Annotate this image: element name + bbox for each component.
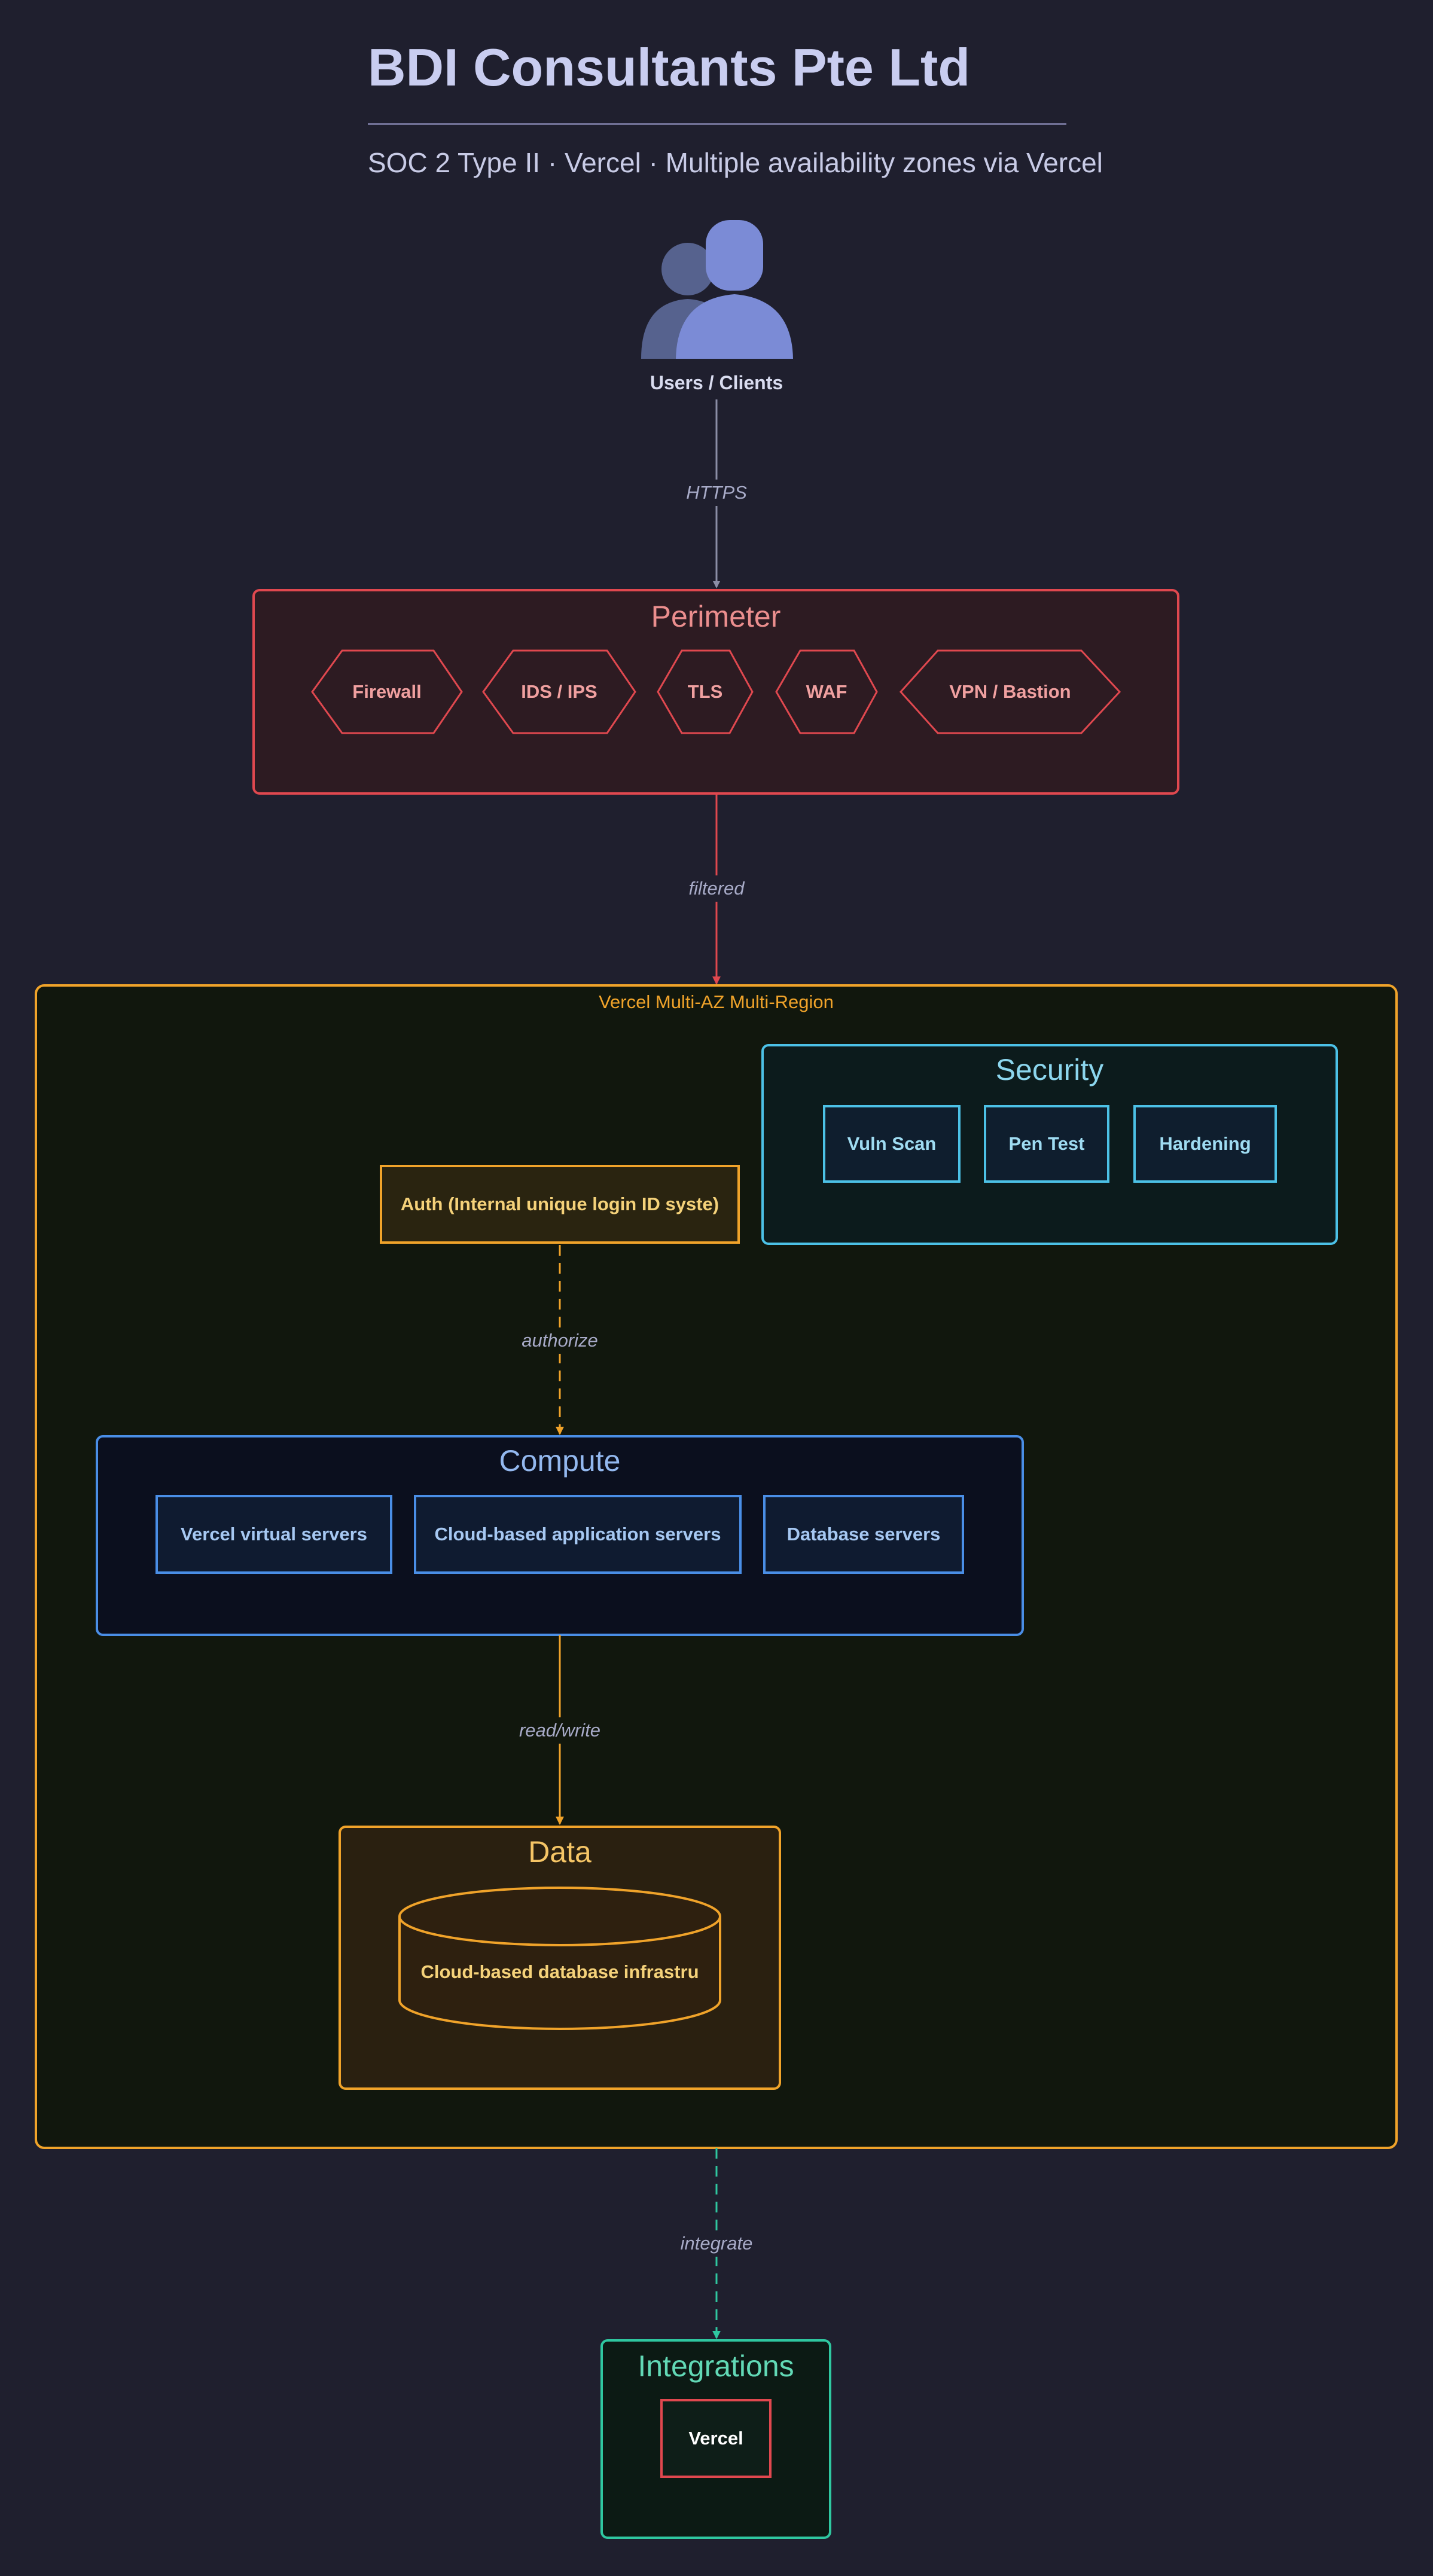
page-subtitle: SOC 2 Type II · Vercel · Multiple availa…	[368, 147, 1103, 178]
waf-hex	[775, 649, 878, 734]
integration-item-vercel: Vercel	[660, 2399, 772, 2478]
security-item-hardening: Hardening	[1133, 1105, 1277, 1183]
users-icon	[641, 220, 793, 359]
firewall-hex	[311, 649, 463, 734]
compute-item-vercel-virtual-servers: Vercel virtual servers	[156, 1495, 392, 1574]
users-label: Users / Clients	[650, 372, 783, 393]
page-title: BDI Consultants Pte Ltd	[368, 38, 971, 97]
perimeter-item-waf: WAF	[806, 681, 847, 702]
database-cylinder-icon	[398, 1887, 721, 2030]
edge-https-label: HTTPS	[681, 480, 752, 506]
tls-hex	[657, 649, 754, 734]
edge-integrate-label: integrate	[669, 2230, 764, 2257]
edge-filtered-label: filtered	[675, 875, 758, 902]
perimeter-title: Perimeter	[651, 600, 781, 633]
security-item-pen-test: Pen Test	[984, 1105, 1109, 1183]
perimeter-item-firewall: Firewall	[352, 681, 422, 702]
compute-item-database-servers: Database servers	[763, 1495, 964, 1574]
security-item-vuln-scan: Vuln Scan	[823, 1105, 961, 1183]
edge-authorize-label: authorize	[512, 1327, 608, 1354]
data-title: Data	[528, 1835, 592, 1869]
auth-node: Auth (Internal unique login ID syste)	[380, 1165, 740, 1244]
integrations-title: Integrations	[638, 2349, 794, 2383]
perimeter-item-ids-ips: IDS / IPS	[521, 681, 597, 702]
title-divider	[368, 123, 1066, 125]
database-label: Cloud-based database infrastru	[420, 1961, 699, 1982]
vpn-bastion-hex	[899, 649, 1121, 734]
perimeter-item-vpn-bastion: VPN / Bastion	[949, 681, 1071, 702]
security-title: Security	[995, 1053, 1104, 1086]
region-title: Vercel Multi-AZ Multi-Region	[599, 991, 834, 1012]
ids-ips-hex	[482, 649, 636, 734]
perimeter-item-tls: TLS	[687, 681, 723, 702]
edge-read-write-label: read/write	[509, 1717, 611, 1744]
compute-item-cloud-app-servers: Cloud-based application servers	[414, 1495, 742, 1574]
compute-title: Compute	[499, 1444, 621, 1478]
